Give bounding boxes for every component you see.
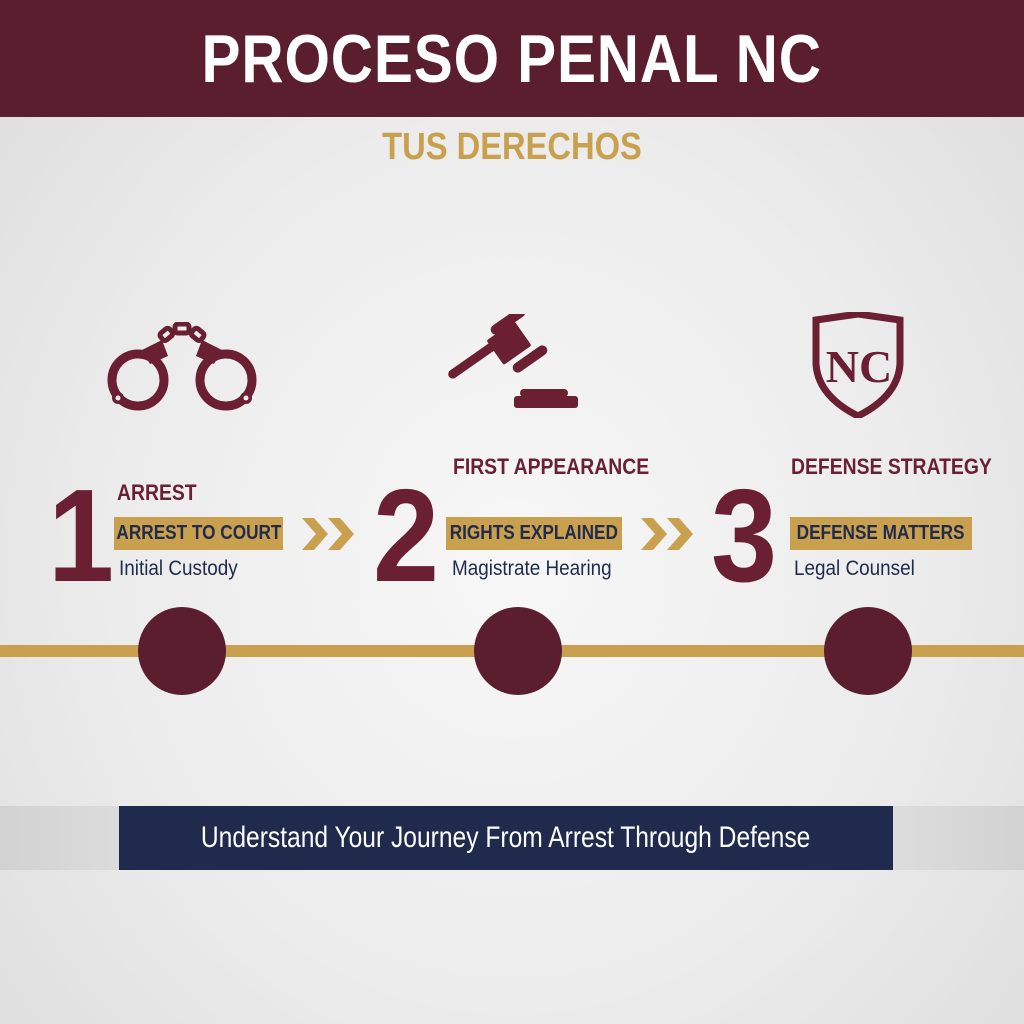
step-tag-label: DEFENSE MATTERS bbox=[797, 522, 965, 544]
double-chevron-right-icon bbox=[302, 518, 354, 550]
tagline-text: Understand Your Journey From Arrest Thro… bbox=[201, 821, 811, 854]
step-title: DEFENSE STRATEGY bbox=[791, 454, 992, 479]
step-title: FIRST APPEARANCE bbox=[453, 454, 650, 479]
step-description: Magistrate Hearing bbox=[452, 557, 612, 580]
step-tag: DEFENSE MATTERS bbox=[790, 517, 972, 550]
page-title: PROCESO PENAL NC bbox=[201, 20, 823, 97]
step-tag: ARREST TO COURT bbox=[114, 517, 283, 550]
step-tag-label: ARREST TO COURT bbox=[116, 522, 282, 544]
step-tag-label: RIGHTS EXPLAINED bbox=[449, 522, 619, 544]
timeline-node-2 bbox=[474, 607, 562, 695]
header-band: PROCESO PENAL NC bbox=[0, 0, 1024, 117]
step-number: 3 bbox=[711, 462, 778, 609]
step-title: ARREST bbox=[117, 480, 197, 505]
step-number: 1 bbox=[48, 462, 115, 609]
gavel-icon bbox=[448, 314, 578, 408]
timeline-node-1 bbox=[138, 607, 226, 695]
step-description: Legal Counsel bbox=[794, 557, 915, 580]
double-chevron-right-icon bbox=[641, 518, 693, 550]
svg-text:NC: NC bbox=[826, 341, 892, 392]
page-subtitle: TUS DERECHOS bbox=[382, 126, 642, 168]
step-tag: RIGHTS EXPLAINED bbox=[446, 517, 622, 550]
nc-shield-icon: NC bbox=[812, 312, 904, 418]
tagline-banner: Understand Your Journey From Arrest Thro… bbox=[119, 806, 893, 870]
handcuffs-icon bbox=[107, 322, 257, 411]
step-description: Initial Custody bbox=[119, 557, 238, 580]
step-number: 2 bbox=[373, 462, 440, 609]
timeline-node-3 bbox=[824, 607, 912, 695]
